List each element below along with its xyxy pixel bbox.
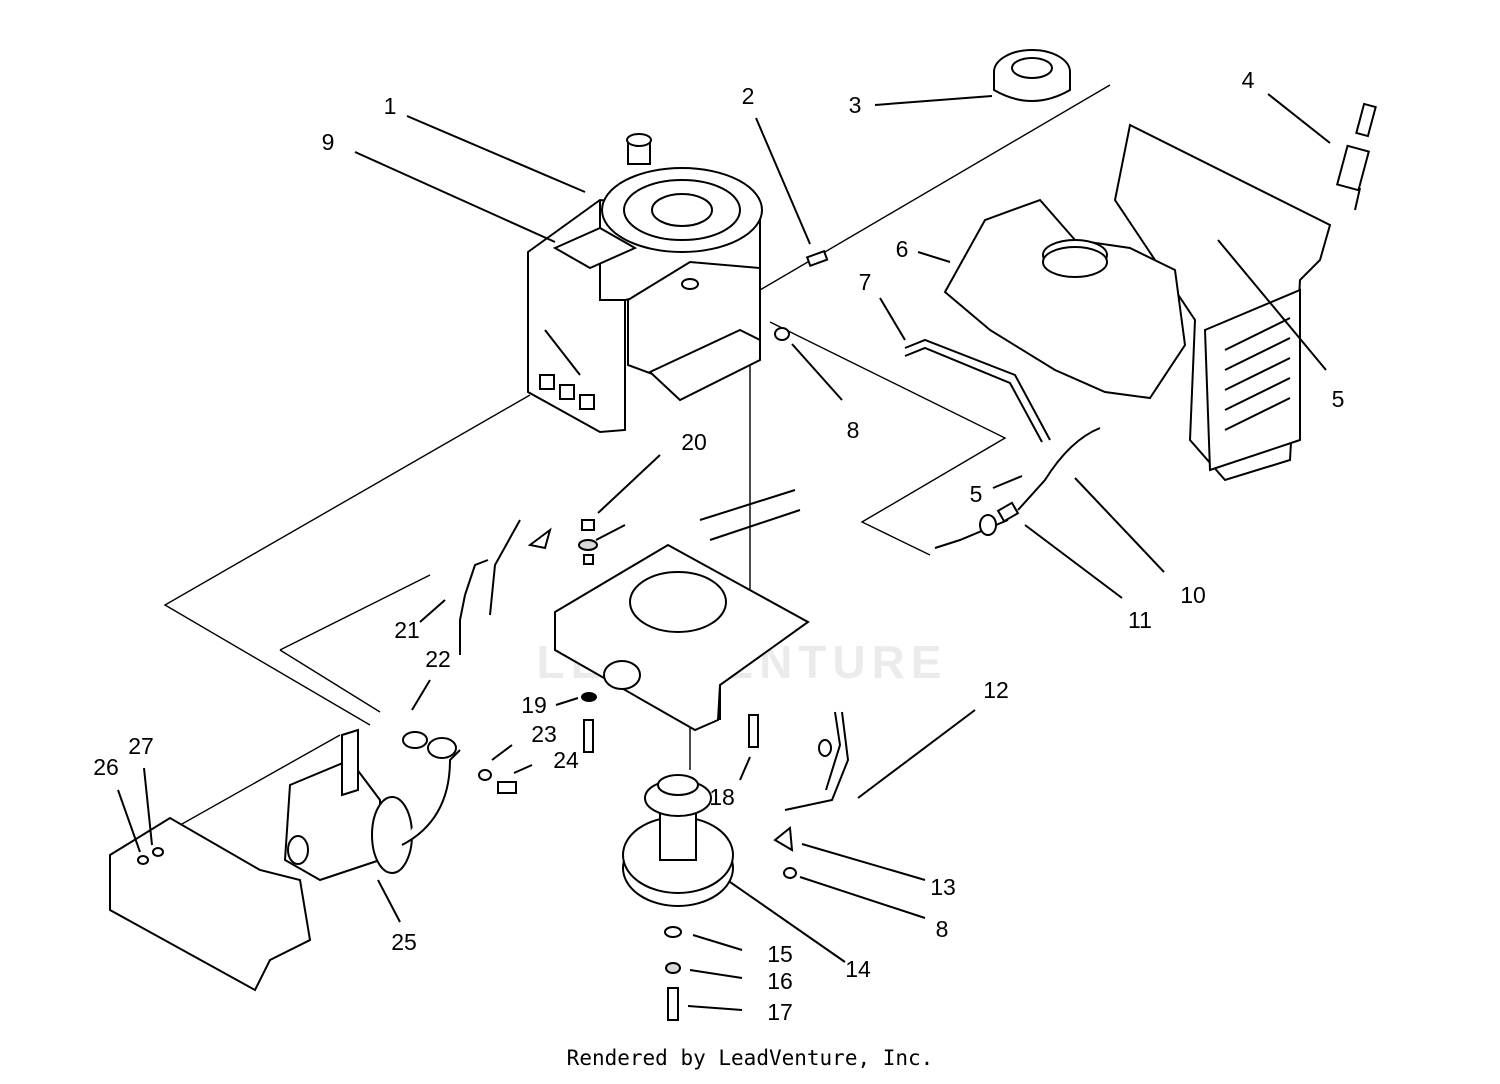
callout-6[interactable]: 6 [896,236,909,262]
muffler[interactable] [283,728,461,882]
callout-22[interactable]: 22 [425,646,451,672]
engine[interactable] [527,133,763,434]
bolt-18[interactable] [748,714,759,748]
callout-23[interactable]: 23 [531,721,557,747]
callout-5a[interactable]: 5 [1332,386,1345,412]
fuel-cap[interactable] [993,49,1071,102]
callout-21[interactable]: 21 [394,617,420,643]
callout-16[interactable]: 16 [767,968,793,994]
bolt-19[interactable] [583,719,594,753]
footer-credit: Rendered by LeadVenture, Inc. [566,1046,934,1070]
engine-pulley[interactable] [622,774,734,907]
callout-labels: 1 2 3 4 5 5 6 7 8 8 9 10 11 12 13 14 15 … [93,67,1344,1025]
control-rod[interactable] [784,711,850,811]
exhaust-gasket-22[interactable] [402,731,457,759]
callout-25[interactable]: 25 [391,929,417,955]
callout-19[interactable]: 19 [521,692,547,718]
callout-17[interactable]: 17 [767,999,793,1025]
fuel-hose[interactable] [934,427,1101,549]
callout-7[interactable]: 7 [859,269,872,295]
callout-15[interactable]: 15 [767,941,793,967]
callout-1[interactable]: 1 [384,93,397,119]
nut-8-lower[interactable] [783,867,797,879]
callout-13[interactable]: 13 [930,874,956,900]
callout-11[interactable]: 11 [1128,607,1152,633]
callout-24[interactable]: 24 [553,747,579,773]
callout-26[interactable]: 26 [93,754,119,780]
heat-shield[interactable] [109,816,312,992]
bolt-group-20[interactable] [578,519,626,565]
callout-10[interactable]: 10 [1180,582,1206,608]
lock-washer-23[interactable] [478,769,492,781]
callout-14[interactable]: 14 [845,956,871,982]
callout-8b[interactable]: 8 [936,916,949,942]
clip-13[interactable] [773,826,794,852]
engine-mounting-plate[interactable] [554,489,810,732]
callout-20[interactable]: 20 [681,429,707,455]
callout-2[interactable]: 2 [742,83,755,109]
nut-8-upper[interactable] [774,327,790,341]
fuel-tank-frame[interactable] [943,123,1332,482]
leader-lines [117,93,1331,1011]
callout-12[interactable]: 12 [983,677,1009,703]
ignition-switch[interactable] [1335,102,1377,211]
callout-3[interactable]: 3 [849,92,862,118]
callout-27[interactable]: 27 [128,733,154,759]
throttle-cable[interactable] [459,519,552,655]
fastener-2[interactable] [805,249,829,268]
washer-19[interactable] [581,692,597,702]
pulley-hardware[interactable] [664,926,682,1021]
fuel-line-7[interactable] [904,338,1051,443]
callout-9[interactable]: 9 [322,129,335,155]
screw-24[interactable] [497,781,517,794]
callout-5b[interactable]: 5 [970,481,983,507]
callout-4[interactable]: 4 [1242,67,1255,93]
callout-8a[interactable]: 8 [847,417,860,443]
callout-18[interactable]: 18 [709,784,735,810]
